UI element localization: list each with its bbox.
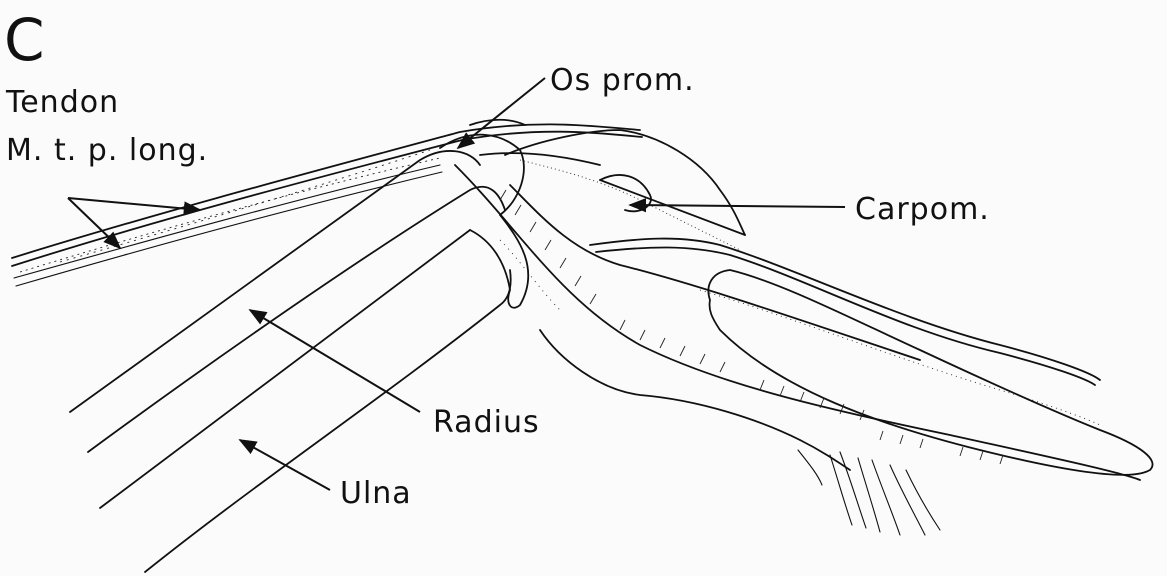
carpom-label: Carpom. — [855, 192, 990, 227]
ulna-bone — [100, 230, 511, 572]
radius-arrow — [250, 310, 420, 412]
wing-drawing — [12, 120, 1153, 572]
tendon-arrow-upper — [68, 198, 200, 210]
carpom-arrow — [630, 205, 845, 207]
ulna-label: Ulna — [340, 476, 412, 511]
os-prom-label: Os prom. — [550, 63, 695, 98]
radius-label: Radius — [433, 405, 540, 440]
tendon-muscle-label: M. t. p. long. — [6, 133, 208, 168]
os-prom-arrow — [458, 78, 545, 148]
feather-bases — [798, 440, 940, 535]
tendon-label: Tendon — [5, 85, 119, 120]
ulna-arrow — [240, 440, 330, 490]
panel-letter: C — [4, 6, 45, 74]
carpometacarpus — [455, 130, 1153, 480]
os-prominens — [440, 135, 528, 308]
